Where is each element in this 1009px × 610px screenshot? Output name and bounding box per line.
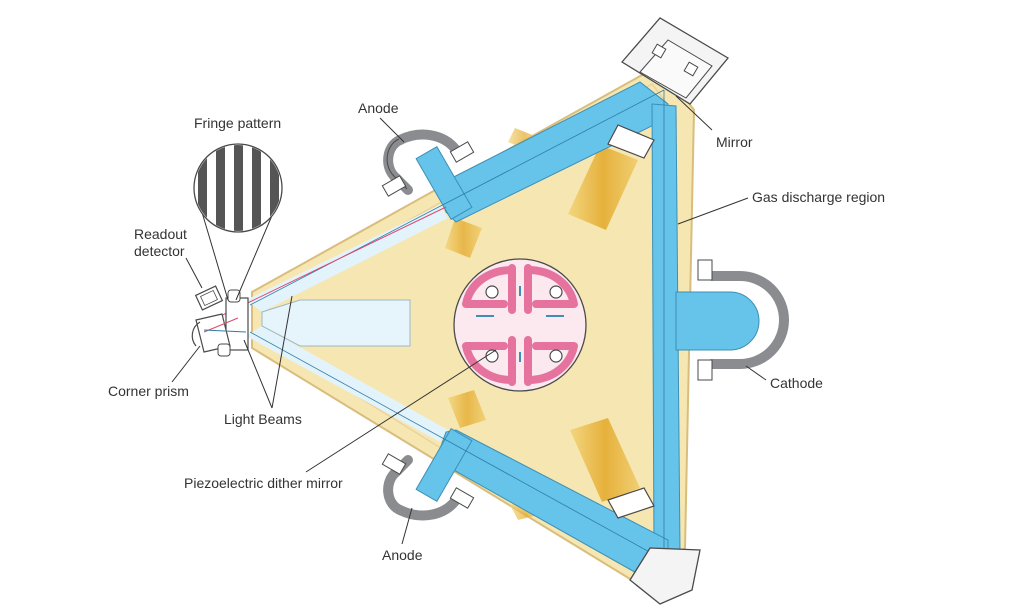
leader-corner-prism <box>171 345 201 383</box>
label-mirror: Mirror <box>716 134 753 150</box>
dither-spring-tl <box>462 264 516 314</box>
prism-stand <box>217 343 231 357</box>
dither-hole-tl <box>485 285 499 299</box>
dither-spring-tr <box>524 264 578 314</box>
dither-spring-br <box>524 336 578 386</box>
laser-blue-prism <box>203 329 247 333</box>
dither-hole-tr <box>549 285 563 299</box>
getter-upper-left <box>445 218 482 258</box>
getter-lower-right <box>570 418 640 502</box>
label-anode-bottom: Anode <box>382 547 423 563</box>
mirror-inner-lower <box>607 487 655 519</box>
leader-piezo <box>305 349 497 473</box>
cathode-clamp-top <box>697 259 713 281</box>
leader-lines <box>171 95 767 545</box>
label-gas-discharge-region: Gas discharge region <box>752 189 885 205</box>
getter-upper-right <box>568 145 638 230</box>
getter-lower-left <box>448 390 486 428</box>
readout-detector-inner <box>200 289 218 307</box>
label-readout-detector-2: detector <box>134 243 185 259</box>
beam-glow-upper <box>246 205 448 312</box>
leader-light-beams-2 <box>243 339 273 409</box>
laser-red-prism <box>203 317 239 333</box>
cathode-electrode <box>697 259 789 381</box>
label-corner-prism: Corner prism <box>108 383 189 399</box>
leader-anode-top <box>379 117 405 143</box>
label-fringe-pattern: Fringe pattern <box>194 115 281 131</box>
mirror-block-bottom <box>629 547 701 605</box>
leader-gas-discharge <box>677 197 749 225</box>
label-cathode: Cathode <box>770 375 823 391</box>
anode-electrode-top <box>381 129 475 197</box>
dither-hole-bl <box>485 349 499 363</box>
leader-cathode <box>745 365 767 381</box>
mirror-inner-upper <box>607 124 655 159</box>
label-readout-detector-1: Readout <box>134 226 187 242</box>
leader-readout <box>185 257 203 289</box>
fringe-stripes <box>198 145 279 231</box>
leader-light-beams-1 <box>271 295 293 409</box>
mirror-tab-2 <box>683 61 699 77</box>
beam-line-top <box>249 89 665 306</box>
cathode-clamp-bottom <box>697 359 713 381</box>
beam-glow-center-arm <box>261 299 411 347</box>
piezo-dither-mirror <box>453 258 587 392</box>
dither-hole-br <box>549 349 563 363</box>
mirror-tab-1 <box>651 43 667 59</box>
readout-assembly <box>191 285 249 357</box>
beam-line-bottom <box>249 331 665 561</box>
detector-stand <box>227 289 241 303</box>
gas-discharge-channel <box>199 81 760 576</box>
label-piezoelectric-dither-mirror: Piezoelectric dither mirror <box>184 475 343 491</box>
labels: Fringe pattern Anode Mirror Gas discharg… <box>108 100 885 563</box>
dither-base-disk <box>453 258 587 392</box>
label-anode-top: Anode <box>358 100 399 116</box>
leader-mirror <box>675 95 713 131</box>
anode-stub-top-channel <box>415 146 473 220</box>
leader-anode-bottom <box>401 507 413 545</box>
fringe-pattern-magnifier <box>193 143 283 301</box>
anode-electrode-bottom <box>381 453 475 521</box>
cathode-lobe <box>675 291 760 351</box>
label-light-beams: Light Beams <box>224 411 302 427</box>
dither-spring-bl <box>462 336 516 386</box>
corner-mirrors <box>607 17 729 605</box>
corner-prism-arc <box>191 321 201 347</box>
